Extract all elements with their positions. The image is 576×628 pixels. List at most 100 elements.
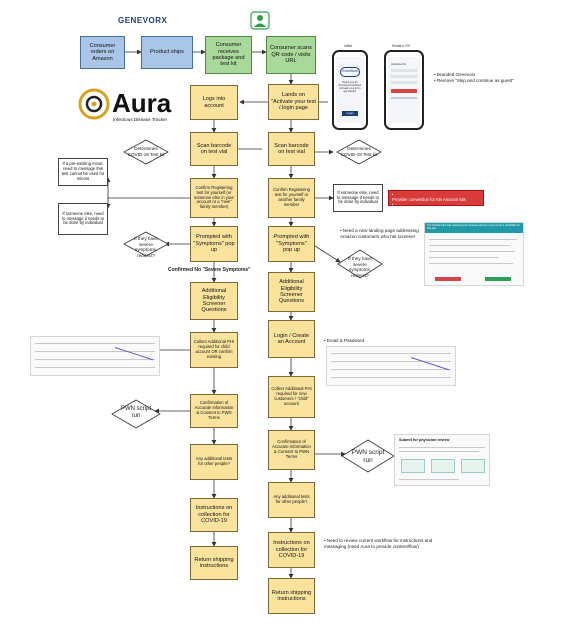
decision-diamond-left-test: [123, 139, 169, 165]
decision-diamond-left-severe: [123, 231, 169, 257]
receives-package-label: Consumer receives package and test kit: [212, 42, 245, 68]
left-return-shipping-label: Return shipping instructions: [194, 556, 234, 569]
scans-qr-label: Consumer scans QR code / visits URL: [270, 45, 312, 65]
consumer-orders-box: Consumer orders on Amazon: [80, 36, 125, 69]
lands-on-box: Lands on "Activate your test / login pag…: [268, 84, 319, 120]
person-icon: [250, 11, 270, 30]
aura-logo-subtitle: Infectious Disease Tracker: [113, 117, 168, 122]
knownow-logo: KnowNow: [340, 67, 360, 77]
left-confirm-registering-box: Confirm Registering test for yourself (o…: [190, 178, 238, 218]
branded-note-1: • Branded Genevorx: [434, 72, 476, 77]
logs-into-account-label: Logs into account: [202, 96, 226, 109]
preexisting-minor-note-box: If a pre-existing minor, need to message…: [58, 158, 108, 186]
left-collect-phi-label: Collect Additional PHI required for chil…: [193, 339, 235, 359]
genevorx-logo: GENEVORX: [118, 16, 168, 25]
left-pwn-script-label: PWN script run: [121, 406, 151, 420]
receives-package-box: Consumer receives package and test kit: [205, 36, 252, 74]
phone-b-title: Activate Kit: [391, 62, 407, 66]
left-confirmation-consent-label: Confirmation of Accurate Information & C…: [194, 400, 234, 420]
decision-diamond-right-pwn: [341, 439, 395, 473]
right-determines-test-label: Determines COVID-19 Test kit: [340, 146, 378, 157]
red-flag-line-2-text: Block under 18: [392, 206, 420, 212]
login-create-label: Login / Create an Account: [273, 332, 310, 345]
right-someone-else-note-label: If someone else, need to message it need…: [336, 189, 380, 205]
right-instructions-label: Instructions on collection for COVID-19: [273, 540, 310, 560]
left-someone-else-note-label: If someone else, need to message it need…: [61, 210, 105, 226]
right-return-shipping-box: Return shipping instructions: [268, 578, 315, 614]
right-instructions-box: Instructions on collection for COVID-19: [268, 532, 315, 568]
aura-logo-mark: [78, 88, 110, 120]
right-eligibility-screener-box: Additional Eligibility Screener Question…: [268, 272, 315, 312]
right-collect-phi-box: Collect Additional PHI required for new …: [268, 376, 315, 418]
right-collect-phi-label: Collect Additional PHI required for new …: [271, 386, 312, 406]
screener-green-button[interactable]: [485, 277, 511, 281]
branded-note-2-text: Remove "Skip and continue as guest": [436, 77, 514, 83]
left-scan-barcode-label: Scan barcode on test vial: [196, 142, 232, 155]
right-confirm-registering-label: Confirm Registering test for yourself or…: [272, 187, 310, 207]
branded-note-2: • Remove "Skip and continue as guest": [434, 77, 514, 83]
phone-b-label: Modal & Fill: [392, 44, 410, 48]
right-return-shipping-label: Return shipping instructions: [271, 589, 312, 602]
logs-into-account-box: Logs into account: [190, 85, 238, 120]
left-eligibility-screener-box: Additional Eligibility Screener Question…: [190, 282, 238, 320]
left-return-shipping-box: Return shipping instructions: [190, 546, 238, 580]
email-password-note-text: Email & Password: [326, 338, 365, 343]
phone-screen-initial: KnowNow Thank you for choosing KnowNow. …: [336, 57, 364, 123]
lands-on-label: Lands on "Activate your test / login pag…: [271, 92, 316, 112]
right-prompted-symptoms-label: Prompted with "Symptoms" pop up: [273, 234, 310, 254]
decision-diamond-right-test: [336, 139, 382, 165]
phone-mockup-modal: Activate Kit: [384, 50, 424, 130]
decision-diamond-right-severe: [337, 249, 383, 279]
product-ships-box: Product ships: [141, 36, 193, 69]
email-password-note: • Email & Password: [324, 338, 365, 343]
left-someone-else-note-box: If someone else, need to message it need…: [58, 203, 108, 235]
aura-logo-title: Aura: [112, 88, 172, 118]
login-create-box: Login / Create an Account: [268, 320, 315, 358]
right-scan-barcode-box: Scan barcode on test vial: [268, 132, 315, 166]
red-flag-line-2: • Block under 18: [392, 202, 480, 213]
branded-note-1-text: Branded Genevorx: [436, 72, 476, 77]
phone-a-text: Thank you for choosing KnowNow. Activate…: [338, 81, 362, 93]
right-severe-symptoms-label: If they have severe symptoms, redirect?: [348, 256, 372, 278]
left-eligibility-screener-label: Additional Eligibility Screener Question…: [201, 288, 227, 314]
screener-red-button[interactable]: [435, 277, 461, 281]
left-form-thumb: [30, 336, 160, 376]
red-flag-box: • Provider convention for KN Amazon kits…: [388, 190, 484, 211]
branded-notes: • Branded Genevorx • Remove "Skip and co…: [434, 72, 564, 83]
left-collect-phi-box: Collect Additional PHI required for chil…: [190, 332, 238, 368]
phone-a-label: Initial: [344, 44, 352, 48]
right-eligibility-screener-label: Additional Eligibility Screener Question…: [278, 279, 305, 305]
right-form-thumb: [326, 346, 456, 386]
phone-screen-modal: Activate Kit: [388, 57, 420, 123]
landing-page-note-text: Need a new landing page addressing Amazo…: [340, 228, 419, 239]
right-confirmation-consent-label: Confirmation of Accurate Information & C…: [272, 439, 311, 459]
phone-a-login-button[interactable]: Login: [342, 111, 358, 116]
right-additional-tests-box: Any additional tests for other people?: [268, 482, 315, 518]
phone-mockup-initial: KnowNow Thank you for choosing KnowNow. …: [332, 50, 368, 130]
screener-screenshot-thumb: Our clinical team has reviewed your answ…: [424, 222, 524, 286]
left-additional-tests-box: Any additional tests for other people?: [190, 444, 238, 480]
right-scan-barcode-label: Scan barcode on test vial: [274, 142, 309, 155]
left-confirm-registering-label: Confirm Registering test for yourself (o…: [194, 184, 234, 210]
landing-page-note: • Need a new landing page addressing Ama…: [340, 228, 419, 239]
left-instructions-box: Instructions on collection for COVID-19: [190, 498, 238, 532]
left-determines-test-label: Determines COVID-19 Test kit: [127, 146, 165, 157]
red-flag-line-1: • Provider convention for KN Amazon kits: [392, 192, 480, 203]
preexisting-minor-note-label: If a pre-existing minor, need to message…: [61, 161, 105, 181]
left-instructions-label: Instructions on collection for COVID-19: [195, 505, 233, 525]
decision-diamond-left-pwn: [111, 399, 161, 429]
right-someone-else-note-box: If someone else, need to message it need…: [333, 184, 383, 212]
screener-banner: Our clinical team has reviewed your answ…: [425, 223, 523, 233]
left-additional-tests-label: Any additional tests for other people?: [195, 456, 233, 466]
left-prompted-symptoms-label: Prompted with "Symptoms" pop up: [193, 234, 235, 254]
confirmed-no-severe-label: Confirmed No "Severe Symptoms": [168, 267, 251, 273]
right-prompted-symptoms-box: Prompted with "Symptoms" pop up: [268, 226, 315, 262]
right-additional-tests-label: Any additional tests for other people?: [273, 494, 310, 504]
phone-b-submit-button[interactable]: [391, 89, 417, 93]
physician-review-thumb: Submit for physician review: [394, 434, 490, 486]
scans-qr-box: Consumer scans QR code / visits URL: [266, 36, 316, 74]
right-confirmation-consent-box: Confirmation of Accurate Information & C…: [268, 430, 315, 470]
product-ships-label: Product ships: [150, 49, 184, 56]
red-flag-line-1-text: Provider convention for KN Amazon kits: [392, 196, 466, 202]
